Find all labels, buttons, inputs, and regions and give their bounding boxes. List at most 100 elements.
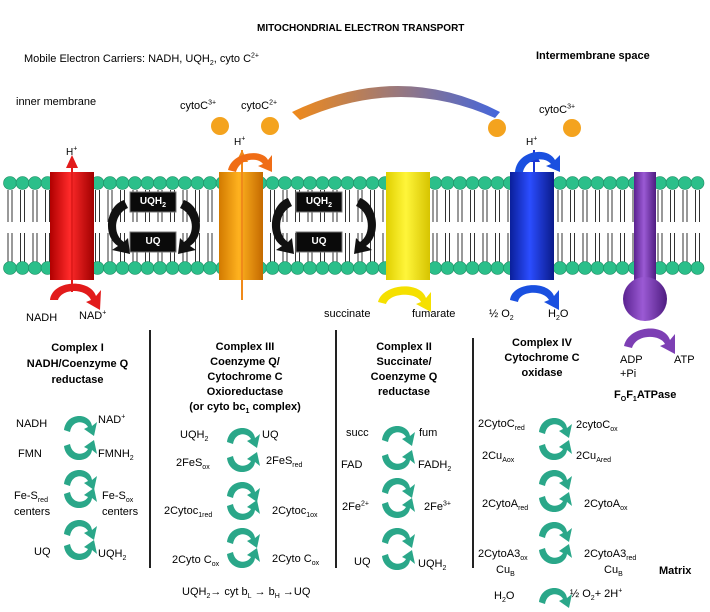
c1-fesred: Fe-Sred (14, 490, 48, 505)
uq-box (129, 231, 177, 253)
uq-box-label: UQ (311, 236, 327, 247)
reaction-curl-arrow (64, 540, 97, 561)
reaction-curl-arrow (382, 498, 415, 519)
reaction-curl-arrow (64, 469, 97, 490)
c1-fmn: FMN (18, 448, 42, 460)
uq-cycle-arrow (354, 198, 377, 254)
c4-o2: ½ O2+ 2H+ (570, 587, 623, 603)
c3-uq: UQ (262, 429, 279, 441)
atp-label: ATP (674, 354, 695, 366)
c4-a3red: 2CytoA3red (584, 548, 637, 563)
reaction-curl-arrow (227, 452, 260, 473)
c3-cytc1red: 2Cytoc1red (164, 505, 213, 520)
cytoc3-label: cytoC3+ (180, 99, 217, 112)
uq-box (295, 231, 343, 253)
c3-uqh2: UQH2 (180, 429, 209, 444)
cytochrome-c-ball (488, 119, 506, 137)
c2-succ: succ (346, 427, 369, 439)
uq-cycle-arrow (178, 200, 201, 254)
matrix-label: Matrix (659, 565, 692, 577)
half-o2-label: ½ O2 (489, 308, 514, 323)
c4-cub2: CuB (604, 564, 623, 579)
intermembrane-label: Intermembrane space (536, 50, 650, 62)
c4-cytoaox: 2CytoAox (584, 498, 628, 513)
fumarate-label: fumarate (412, 308, 456, 320)
c2-uqh2: UQH2 (418, 558, 447, 573)
c3-cytc1ox: 2Cytoc1ox (272, 505, 318, 520)
c1-centers: centers (14, 506, 51, 518)
complex-iv-redox-arrow (510, 285, 559, 310)
mobile-carriers-label: Mobile Electron Carriers: NADH, UQH2, cy… (24, 52, 260, 68)
cytochrome-c-ball (211, 117, 229, 135)
complex-i-redox-arrow (50, 283, 101, 310)
c2-fum: fum (419, 427, 438, 439)
c4-cytcred: 2CytoCred (478, 418, 525, 433)
reaction-curl-arrow (227, 527, 260, 548)
uqh2-box-label: UQH2 (305, 196, 333, 209)
reaction-curl-arrow (539, 417, 572, 438)
c1-nadh: NADH (16, 418, 48, 430)
complex-iii-cyto-arrow (228, 153, 272, 172)
atpase-label: FOF1ATPase (614, 389, 677, 404)
reaction-curl-arrow (539, 544, 572, 565)
reaction-curl-arrow (227, 481, 260, 502)
reaction-curl-arrow (539, 440, 572, 461)
c2-fad: FAD (341, 459, 363, 471)
complex-ii-redox-arrow (378, 286, 431, 312)
cytochrome-c-ball (563, 119, 581, 137)
reaction-curl-arrow (227, 427, 260, 448)
cytochrome-transfer-arrow (292, 86, 500, 120)
cytochrome-c-ball (261, 117, 279, 135)
reaction-curl-arrow (227, 500, 260, 521)
reaction-curl-arrow (539, 521, 572, 542)
nadh-label: NADH (26, 312, 58, 324)
reaction-arrows (64, 415, 572, 608)
inner-membrane-label: inner membrane (16, 96, 97, 108)
c3-cytcox: 2Cyto Cox (172, 554, 220, 569)
reaction-curl-arrow (382, 477, 415, 498)
complex-iv (510, 172, 554, 280)
uq-cycle-arrow (107, 200, 130, 254)
c1-centers2: centers (102, 506, 139, 518)
c4-h2o: H2O (494, 590, 515, 605)
reaction-curl-arrow (539, 469, 572, 490)
nad-plus-label: NAD+ (79, 309, 107, 322)
uqh2-box (129, 191, 177, 213)
c1-nad: NAD+ (98, 413, 126, 426)
c2-uq: UQ (354, 556, 371, 568)
c1-uqh2: UQH2 (98, 548, 127, 563)
c4-a3ox: 2CytoA3ox (478, 548, 528, 563)
complex-ii (386, 172, 430, 280)
reaction-curl-arrow (539, 492, 572, 513)
c2-fadh2: FADH2 (418, 459, 452, 474)
reaction-curl-arrow (382, 527, 415, 548)
proton-label: H+ (66, 145, 78, 158)
uqh2-box-label: UQH2 (139, 196, 167, 209)
c3-cytcox2: 2Cyto Cox (272, 553, 320, 568)
h2o-label: H2O (548, 308, 569, 323)
c4-cuared: 2CuAred (576, 450, 611, 465)
atp-synthase-stalk (634, 172, 656, 280)
reaction-curl-arrow (64, 415, 97, 436)
uq-cycle-arrow (271, 198, 294, 254)
c2-fe3: 2Fe3+ (424, 500, 451, 513)
c3-fesox: 2FeSox (176, 457, 210, 472)
proton-label: H+ (526, 135, 538, 148)
pi-label: +Pi (620, 368, 637, 380)
atp-synthase-arrow (624, 328, 675, 354)
page-title: MITOCHONDRIAL ELECTRON TRANSPORT (257, 23, 465, 34)
c3-fesred: 2FeSred (266, 455, 303, 470)
reaction-curl-arrow (64, 488, 97, 509)
c4-cytoared: 2CytoAred (482, 498, 529, 513)
c1-fesox: Fe-Sox (102, 490, 134, 505)
atp-synthase-head (623, 277, 667, 321)
reaction-curl-arrow (64, 440, 97, 461)
cytoc3-right-label: cytoC3+ (539, 103, 576, 116)
reaction-curl-arrow (539, 587, 572, 608)
uq-box-label: UQ (145, 236, 161, 247)
proton-label: H+ (234, 135, 246, 148)
